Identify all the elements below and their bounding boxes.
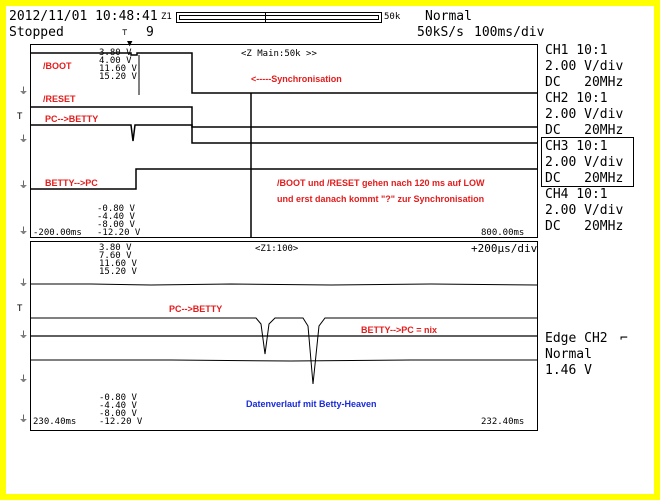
- trigger-level-marker: T: [17, 112, 23, 122]
- main-scale-top-2: 11.60 V: [99, 64, 137, 74]
- ch4-vdiv: 2.00 V/div: [545, 203, 624, 218]
- ch3-ground-marker: ⏚: [19, 181, 29, 191]
- zoom-scale-bottom-0: -0.80 V: [99, 393, 137, 403]
- annotation-note-line1: /BOOT und /RESET gehen nach 120 ms auf L…: [277, 178, 485, 188]
- record-length-bar: [176, 12, 382, 23]
- trace-reset: [31, 106, 537, 128]
- annotation-pc-betty: PC-->BETTY: [45, 114, 99, 124]
- ch4-name: CH4 10:1: [545, 187, 608, 202]
- trigger-type: Edge CH2: [545, 331, 608, 346]
- zoom-panel-title: <Z1:100>: [255, 244, 299, 254]
- annotation-note-line2: und erst danach kommt "?" zur Synchronis…: [277, 194, 485, 204]
- zoom-scale-bottom-2: -8.00 V: [99, 409, 137, 419]
- timebase: 100ms/div: [474, 25, 545, 40]
- zoom-end-time: 232.40ms: [481, 417, 525, 427]
- main-scale-top-0: 3.80 V: [99, 48, 132, 58]
- annotation-zoom-betty-pc: BETTY-->PC = nix: [361, 325, 438, 335]
- ch1-name: CH1 10:1: [545, 43, 608, 58]
- zoom-waveform-panel: 3.80 V 7.60 V 11.60 V 15.20 V <Z1:100> +…: [30, 241, 538, 431]
- main-panel-title: <Z Main:50k >>: [241, 49, 317, 59]
- zoom-scale-top-1: 7.60 V: [99, 251, 132, 261]
- zoom-waveform-traces: [31, 283, 537, 385]
- main-scale-bottom-2: -8.00 V: [97, 220, 135, 230]
- ch4-coupling: DC 20MHz: [545, 219, 624, 234]
- main-scale-top-3: 15.20 V: [99, 72, 137, 82]
- main-waveform-traces: [31, 52, 537, 237]
- main-scale-bottom-0: -0.80 V: [97, 204, 135, 214]
- zoom-scale-bottom-1: -4.40 V: [99, 401, 137, 411]
- ch3-selected-box[interactable]: [541, 137, 634, 187]
- main-scale-bottom-1: -4.40 V: [97, 212, 135, 222]
- trigger-edge-icon: ⊤: [122, 28, 128, 38]
- annotation-boot: /BOOT: [43, 61, 72, 71]
- ch4-ground-marker: ⏚: [19, 227, 29, 237]
- zoom-trace-2: [31, 317, 537, 385]
- trigger-mode: Normal: [545, 347, 592, 362]
- annotation-data-note: Datenverlauf mit Betty-Heaven: [246, 399, 377, 409]
- zoom-start-time: 230.40ms: [33, 417, 77, 427]
- zoom-trace-4: [31, 359, 537, 362]
- main-end-time: 800.00ms: [481, 228, 525, 238]
- annotation-betty-pc: BETTY-->PC: [45, 178, 98, 188]
- zoom-scale-top-0: 3.80 V: [99, 243, 132, 253]
- trace-boot: [31, 52, 537, 94]
- ch3-name: CH3 10:1: [545, 139, 608, 154]
- run-status: Stopped: [9, 25, 64, 40]
- zoom-trigger-marker: T: [17, 304, 23, 314]
- ch2-name: CH2 10:1: [545, 91, 608, 106]
- ch2-vdiv: 2.00 V/div: [545, 107, 624, 122]
- annotation-zoom-pc-betty: PC-->BETTY: [169, 304, 223, 314]
- ch1-ground-marker: ⏚: [19, 87, 29, 97]
- zoom-ch4-ground-marker: ⏚: [19, 415, 29, 425]
- trigger-level: 1.46 V: [545, 363, 592, 378]
- ch2-ground-marker: ⏚: [19, 135, 29, 145]
- oscilloscope-screen: 2012/11/01 10:48:41 Z1 50k Normal Stoppe…: [6, 6, 654, 494]
- annotation-sync: <-----Synchronisation: [251, 74, 342, 84]
- zoom-ch3-ground-marker: ⏚: [19, 375, 29, 385]
- ch3-vdiv: 2.00 V/div: [545, 155, 624, 170]
- trace-pc-betty: [31, 124, 537, 144]
- zoom1-label: Z1: [161, 12, 172, 22]
- datetime: 2012/11/01 10:48:41: [9, 9, 158, 24]
- annotation-reset: /RESET: [43, 94, 76, 104]
- trace-betty-pc: [31, 168, 537, 190]
- zoom-trace-1: [31, 283, 537, 286]
- sample-rate: 50kS/s: [417, 25, 464, 40]
- ch3-coupling: DC 20MHz: [545, 171, 624, 186]
- trigger-count: 9: [146, 25, 154, 40]
- ch1-vdiv: 2.00 V/div: [545, 59, 624, 74]
- ch1-coupling: DC 20MHz: [545, 75, 624, 90]
- record-length: 50k: [384, 12, 401, 22]
- main-start-time: -200.00ms: [33, 228, 82, 238]
- acquisition-mode: Normal: [425, 9, 472, 24]
- zoom-ch2-ground-marker: ⏚: [19, 331, 29, 341]
- zoom-ch1-ground-marker: ⏚: [19, 279, 29, 289]
- main-scale-top-1: 4.00 V: [99, 56, 132, 66]
- ch2-coupling: DC 20MHz: [545, 123, 624, 138]
- zoom-scale-bottom-3: -12.20 V: [99, 417, 143, 427]
- zoom-scale-top-3: 15.20 V: [99, 267, 137, 277]
- main-scale-bottom-3: -12.20 V: [97, 228, 141, 238]
- falling-edge-icon: ⌐: [620, 331, 628, 346]
- zoom-timebase: +200µs/div: [471, 242, 538, 255]
- zoom-scale-top-2: 11.60 V: [99, 259, 137, 269]
- main-waveform-panel: 3.80 V 4.00 V 11.60 V 15.20 V <Z Main:50…: [30, 44, 538, 238]
